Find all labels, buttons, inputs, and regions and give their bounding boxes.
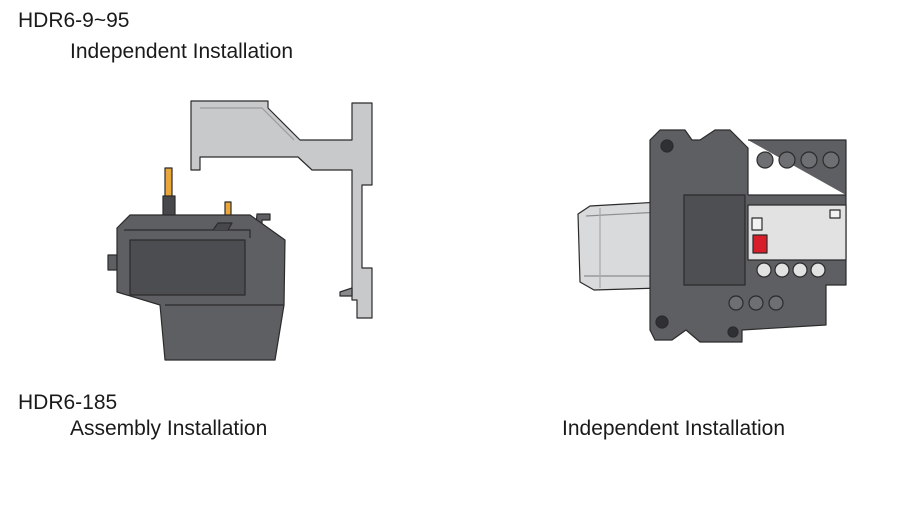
assembly-installation-label: Assembly Installation [70, 417, 268, 440]
din-rail [577, 201, 661, 291]
independent-installation-label-2: Independent Installation [562, 417, 786, 440]
mounting-hole-icon [655, 315, 669, 329]
screw-terminal-icon [822, 151, 840, 169]
independent-installation-label: Independent Installation [70, 40, 294, 63]
screw-terminal-icon [768, 295, 784, 311]
model-label-hdr6-9-95: HDR6-9~95 [18, 9, 130, 32]
thermal-relay-independent [649, 129, 847, 343]
screw-terminal-icon [778, 151, 796, 169]
screw-terminal-icon [756, 262, 772, 278]
screw-terminal-icon [756, 151, 774, 169]
model-label-hdr6-185: HDR6-185 [18, 391, 118, 414]
thermal-relay-assembly [107, 167, 286, 361]
screw-terminal-icon [800, 151, 818, 169]
terminal-pin-1 [164, 167, 173, 201]
mounting-hole-icon [727, 326, 739, 338]
screw-terminal-icon [728, 295, 744, 311]
screw-terminal-icon [774, 262, 790, 278]
mounting-bracket [190, 100, 373, 319]
screw-terminal-icon [748, 295, 764, 311]
mounting-hole-icon [660, 139, 674, 153]
screw-terminal-icon [792, 262, 808, 278]
screw-terminal-icon [810, 262, 826, 278]
test-button [752, 234, 768, 254]
